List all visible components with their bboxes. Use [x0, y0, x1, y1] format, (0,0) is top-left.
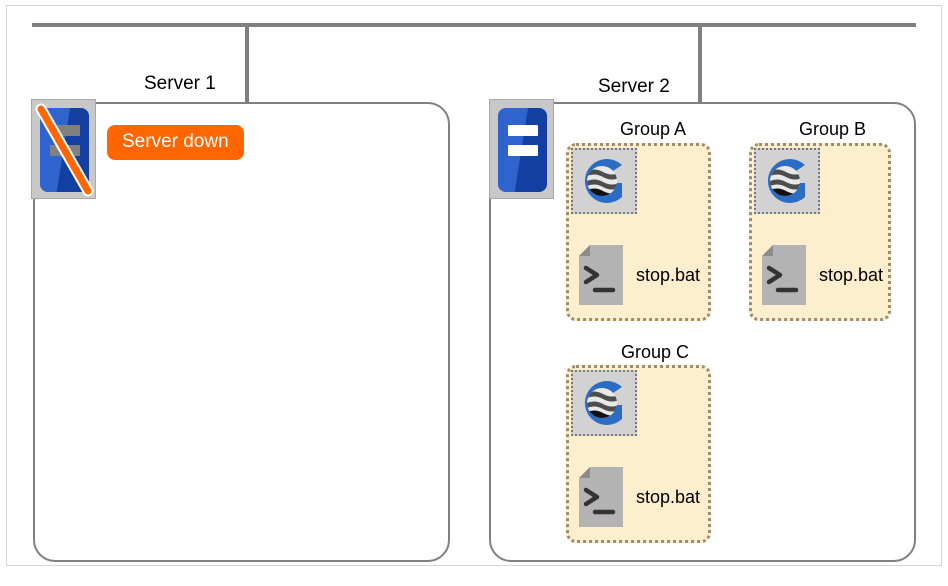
- server-bar-2: [50, 145, 80, 156]
- group-c-label: Group C: [621, 342, 690, 362]
- bat-script-icon[interactable]: [578, 466, 624, 528]
- server-down-icon[interactable]: [31, 99, 96, 199]
- network-bus-line: [32, 23, 916, 27]
- group-b-label: Group B: [799, 119, 867, 139]
- page-frame: [6, 5, 942, 566]
- group-b-box[interactable]: stop.bat: [749, 143, 891, 321]
- server-1-container[interactable]: [33, 102, 450, 562]
- server-1-label: Server 1: [144, 73, 216, 94]
- script-file-name: stop.bat: [636, 487, 701, 507]
- server-bar-1: [50, 125, 80, 136]
- glassfish-instance-icon[interactable]: [754, 148, 820, 214]
- script-file-name: stop.bat: [819, 265, 884, 285]
- group-a-script[interactable]: stop.bat: [578, 244, 700, 306]
- script-file-name: stop.bat: [636, 265, 701, 285]
- group-b-script[interactable]: stop.bat: [761, 244, 883, 306]
- group-a-label: Group A: [620, 119, 687, 139]
- server-chassis: [40, 108, 89, 192]
- group-c-script[interactable]: stop.bat: [578, 466, 700, 528]
- glassfish-instance-icon[interactable]: [571, 148, 637, 214]
- group-c-box[interactable]: stop.bat: [566, 365, 711, 543]
- glassfish-instance-icon[interactable]: [571, 370, 637, 436]
- group-a-box[interactable]: stop.bat: [566, 143, 711, 321]
- bat-script-icon[interactable]: [761, 244, 807, 306]
- drop-line-server-2: [698, 25, 702, 103]
- server-bar-1: [508, 125, 538, 136]
- server-2-label: Server 2: [598, 76, 670, 97]
- server-bar-2: [508, 145, 538, 156]
- server-chassis: [498, 108, 547, 192]
- drop-line-server-1: [245, 25, 249, 103]
- bat-script-icon[interactable]: [578, 244, 624, 306]
- status-badge[interactable]: Server down: [107, 125, 244, 160]
- server-up-icon[interactable]: [489, 99, 554, 199]
